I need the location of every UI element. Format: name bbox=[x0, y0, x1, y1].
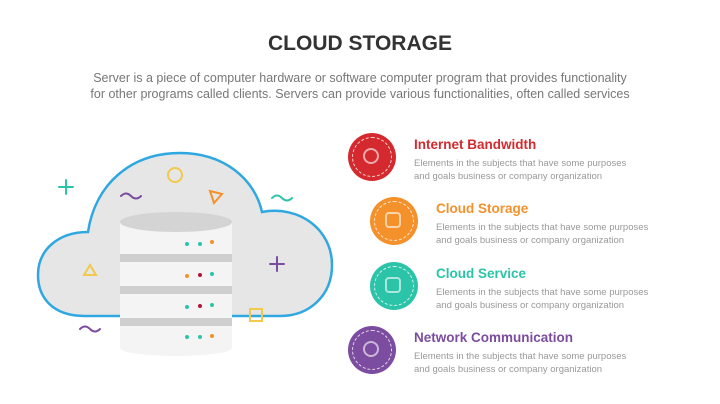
cloud-storage-icon bbox=[370, 197, 418, 245]
page-subtitle: Server is a piece of computer hardware o… bbox=[90, 71, 630, 101]
database-icon bbox=[120, 212, 232, 356]
page-title: CLOUD STORAGE bbox=[268, 32, 452, 55]
bandwidth-icon bbox=[348, 133, 396, 181]
network-icon bbox=[348, 326, 396, 374]
cloud-service-icon bbox=[370, 262, 418, 310]
decorations bbox=[58, 167, 293, 333]
